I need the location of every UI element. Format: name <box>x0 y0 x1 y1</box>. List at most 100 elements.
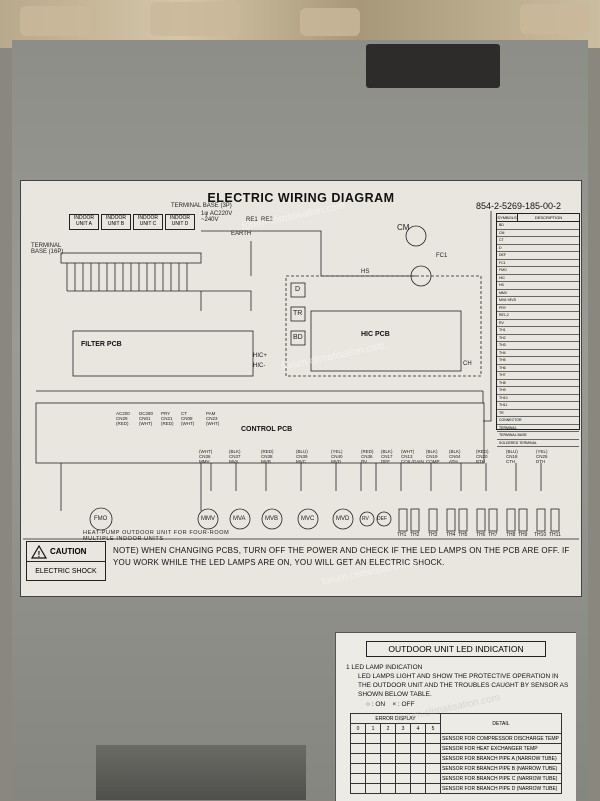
error-cell <box>350 763 366 774</box>
bd-label: BD <box>293 334 303 341</box>
connector-dth: (YEL) CN25 DTH <box>536 449 548 464</box>
error-cell <box>425 763 441 774</box>
connector-def: (BLK) CN17 DEF <box>381 449 393 464</box>
legend-header-symbols: SYMBOLS <box>497 214 518 221</box>
legend-symbol: TH1 <box>499 328 506 332</box>
legend-row: TH5 <box>497 357 579 365</box>
error-cell <box>380 783 396 794</box>
connector-ct: CT CN08 (WHT) <box>181 411 195 426</box>
error-column-header: 1 <box>365 723 381 734</box>
error-cell <box>380 753 396 764</box>
legend-symbol: FMO <box>499 268 507 272</box>
connector-bth: (RED) CN20 BTH <box>476 449 489 464</box>
error-row: SENSOR FOR COMPRESSOR DISCHARGE TEMP <box>350 733 562 744</box>
motor-rv: RV <box>362 516 369 522</box>
legend-row: HS <box>497 282 579 290</box>
terminal-base-16p-label: TERMINAL BASE (16P) <box>31 243 64 255</box>
terminal-base-3p-label: TERMINAL BASE (3P) <box>171 203 232 209</box>
indoor-unit-b: INDOOR UNIT B <box>101 214 131 230</box>
d-label: D <box>295 286 301 293</box>
hs-label: HS <box>361 269 370 275</box>
wiring-diagram-sticker: ELECTRIC WIRING DIAGRAM 854-2-5269-185-0… <box>20 180 582 597</box>
legend-row: SOLDERED TERMINAL <box>497 440 579 447</box>
led-item-heading: 1 LED LAMP INDICATION <box>346 664 423 671</box>
motor-mva: MVA <box>233 516 246 522</box>
legend-symbol: BD <box>499 223 504 227</box>
legend-symbol: TH11 <box>499 403 508 407</box>
motor-mvc: MVC <box>301 516 315 522</box>
error-cell <box>425 773 441 784</box>
error-cell <box>350 733 366 744</box>
error-cell <box>410 753 426 764</box>
led-card-title: OUTDOOR UNIT LED INDICATION <box>366 641 546 657</box>
legend-symbol: TH8 <box>499 380 506 385</box>
error-cell <box>410 783 426 794</box>
error-column-header: 2 <box>380 723 396 734</box>
connector-mvb: (RED) CN38 MVB <box>261 449 274 464</box>
connector-ath: (BLK) CN04 ATH <box>449 449 461 464</box>
motor-def: DEF <box>377 516 387 522</box>
error-column-header: 3 <box>395 723 411 734</box>
connector-pam: PAM CN23 (WHT) <box>206 411 220 426</box>
led-item-text: LED LAMPS LIGHT AND SHOW THE PROTECTIVE … <box>358 673 569 698</box>
led-card-body: 1 LED LAMP INDICATION LED LAMPS LIGHT AN… <box>346 663 571 709</box>
hic-plus-label: HIC+ <box>253 353 267 359</box>
hic-minus-label: HIC- <box>253 363 266 369</box>
error-cell <box>365 783 381 794</box>
legend-row: TH4 <box>497 350 579 357</box>
legend-symbol: HS <box>499 283 504 287</box>
error-row: SENSOR FOR HEAT EXCHANGER TEMP <box>350 743 562 754</box>
re2-label: RE2 <box>261 217 273 223</box>
wall-stone <box>520 4 590 34</box>
re1-label: RE1 <box>246 217 258 223</box>
caution-note: NOTE) WHEN CHANGING PCBS, TURN OFF THE P… <box>113 546 570 567</box>
tr-label: TR <box>293 310 303 317</box>
error-cell <box>395 743 411 754</box>
legend-row: PRY <box>497 305 579 312</box>
connector-pry: PRY CN21 (RED) <box>161 411 174 426</box>
legend-symbol: RV <box>499 320 504 325</box>
connector-comp: (BLK) CN19 COMP <box>426 449 440 464</box>
cm-label: CM <box>397 223 410 232</box>
legend-symbol: TH5 <box>499 358 506 362</box>
legend-row: TH1 <box>497 327 579 335</box>
legend-symbol: TR <box>499 410 504 415</box>
indoor-unit-c: INDOOR UNIT C <box>133 214 163 230</box>
error-cell <box>350 743 366 754</box>
legend-row: D <box>497 245 579 252</box>
legend-symbol: TH4 <box>499 350 506 355</box>
motor-mvb: MVB <box>265 516 279 522</box>
error-detail: SENSOR FOR BRANCH PIPE C (NARROW TUBE) <box>440 773 562 784</box>
thermistor-th6: TH6 <box>476 532 486 538</box>
svg-text:!: ! <box>38 550 41 559</box>
error-cell <box>395 763 411 774</box>
legend-row: TH11 <box>497 402 579 410</box>
connector-dc280: DC280 CN01 (WHT) <box>139 411 154 426</box>
error-row: SENSOR FOR BRANCH PIPE B (NARROW TUBE) <box>350 763 562 774</box>
error-cell <box>350 773 366 784</box>
thermistor-th2: TH2 <box>410 532 420 538</box>
error-cell <box>380 763 396 774</box>
legend-row: TH8 <box>497 380 579 387</box>
error-column-header: 4 <box>410 723 426 734</box>
legend-symbol: CM <box>499 230 505 235</box>
error-cell <box>425 733 441 744</box>
wall-stone <box>150 2 240 36</box>
diagram-title: ELECTRIC WIRING DIAGRAM <box>207 191 395 205</box>
control-pcb-label: CONTROL PCB <box>241 426 293 433</box>
thermistor-th8: TH8 <box>506 532 516 538</box>
error-cell <box>350 783 366 794</box>
error-cell <box>410 763 426 774</box>
ch-label: CH <box>463 361 472 367</box>
legend-row: MMV <box>497 290 579 297</box>
electric-shock-label: ELECTRIC SHOCK <box>35 567 97 575</box>
legend-symbol: SOLDERED TERMINAL <box>499 440 537 445</box>
caution-header: ! CAUTION <box>27 542 105 562</box>
legend-row: TH9 <box>497 387 579 395</box>
legend-row: MVA~MVD <box>497 297 579 305</box>
legend-symbol: TH2 <box>499 335 506 340</box>
legend-on: ○ : ON <box>366 701 386 708</box>
error-column-header: 5 <box>425 723 441 734</box>
